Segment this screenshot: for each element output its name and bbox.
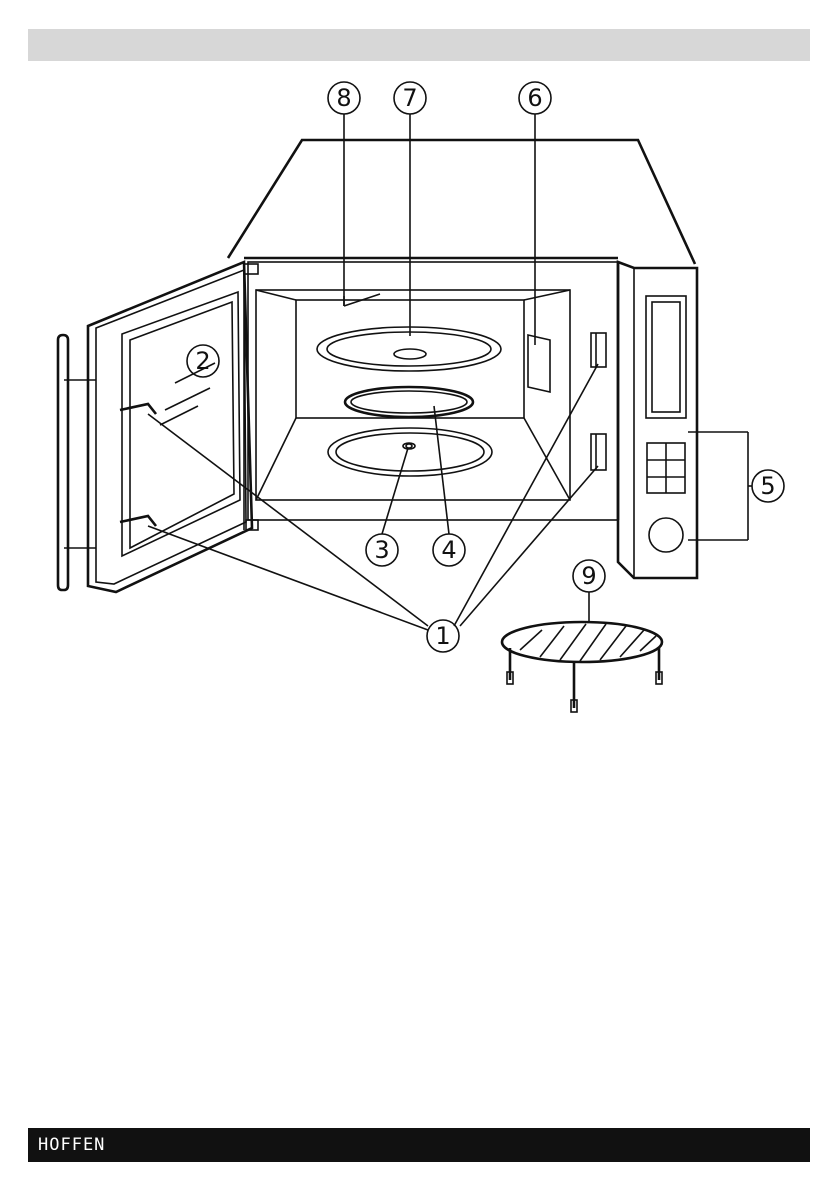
footer-bar: HOFFEN	[28, 1128, 810, 1162]
callout-7-label: 7	[402, 84, 417, 112]
callout-5: 5	[752, 470, 784, 502]
callout-5-label: 5	[760, 472, 775, 500]
callout-6: 6	[519, 82, 551, 114]
callout-3-label: 3	[374, 536, 389, 564]
callout-4: 4	[433, 534, 465, 566]
door	[58, 262, 258, 592]
latch-receivers	[591, 333, 606, 470]
control-panel	[618, 262, 697, 578]
callout-9-label: 9	[581, 562, 596, 590]
callout-2: 2	[187, 345, 219, 377]
callout-6-label: 6	[527, 84, 542, 112]
callout-1: 1	[427, 620, 459, 652]
grill-rack	[502, 622, 662, 712]
callout-3: 3	[366, 534, 398, 566]
callout-2-label: 2	[195, 347, 210, 375]
callout-1-label: 1	[435, 622, 450, 650]
turntable-floor	[328, 428, 492, 476]
callout-7: 7	[394, 82, 426, 114]
callout-8-label: 8	[336, 84, 351, 112]
brand-name: HOFFEN	[38, 1135, 105, 1155]
callout-4-label: 4	[441, 536, 456, 564]
callout-8: 8	[328, 82, 360, 114]
glass-tray	[317, 327, 501, 371]
roller-ring	[345, 387, 473, 417]
callout-9: 9	[573, 560, 605, 592]
